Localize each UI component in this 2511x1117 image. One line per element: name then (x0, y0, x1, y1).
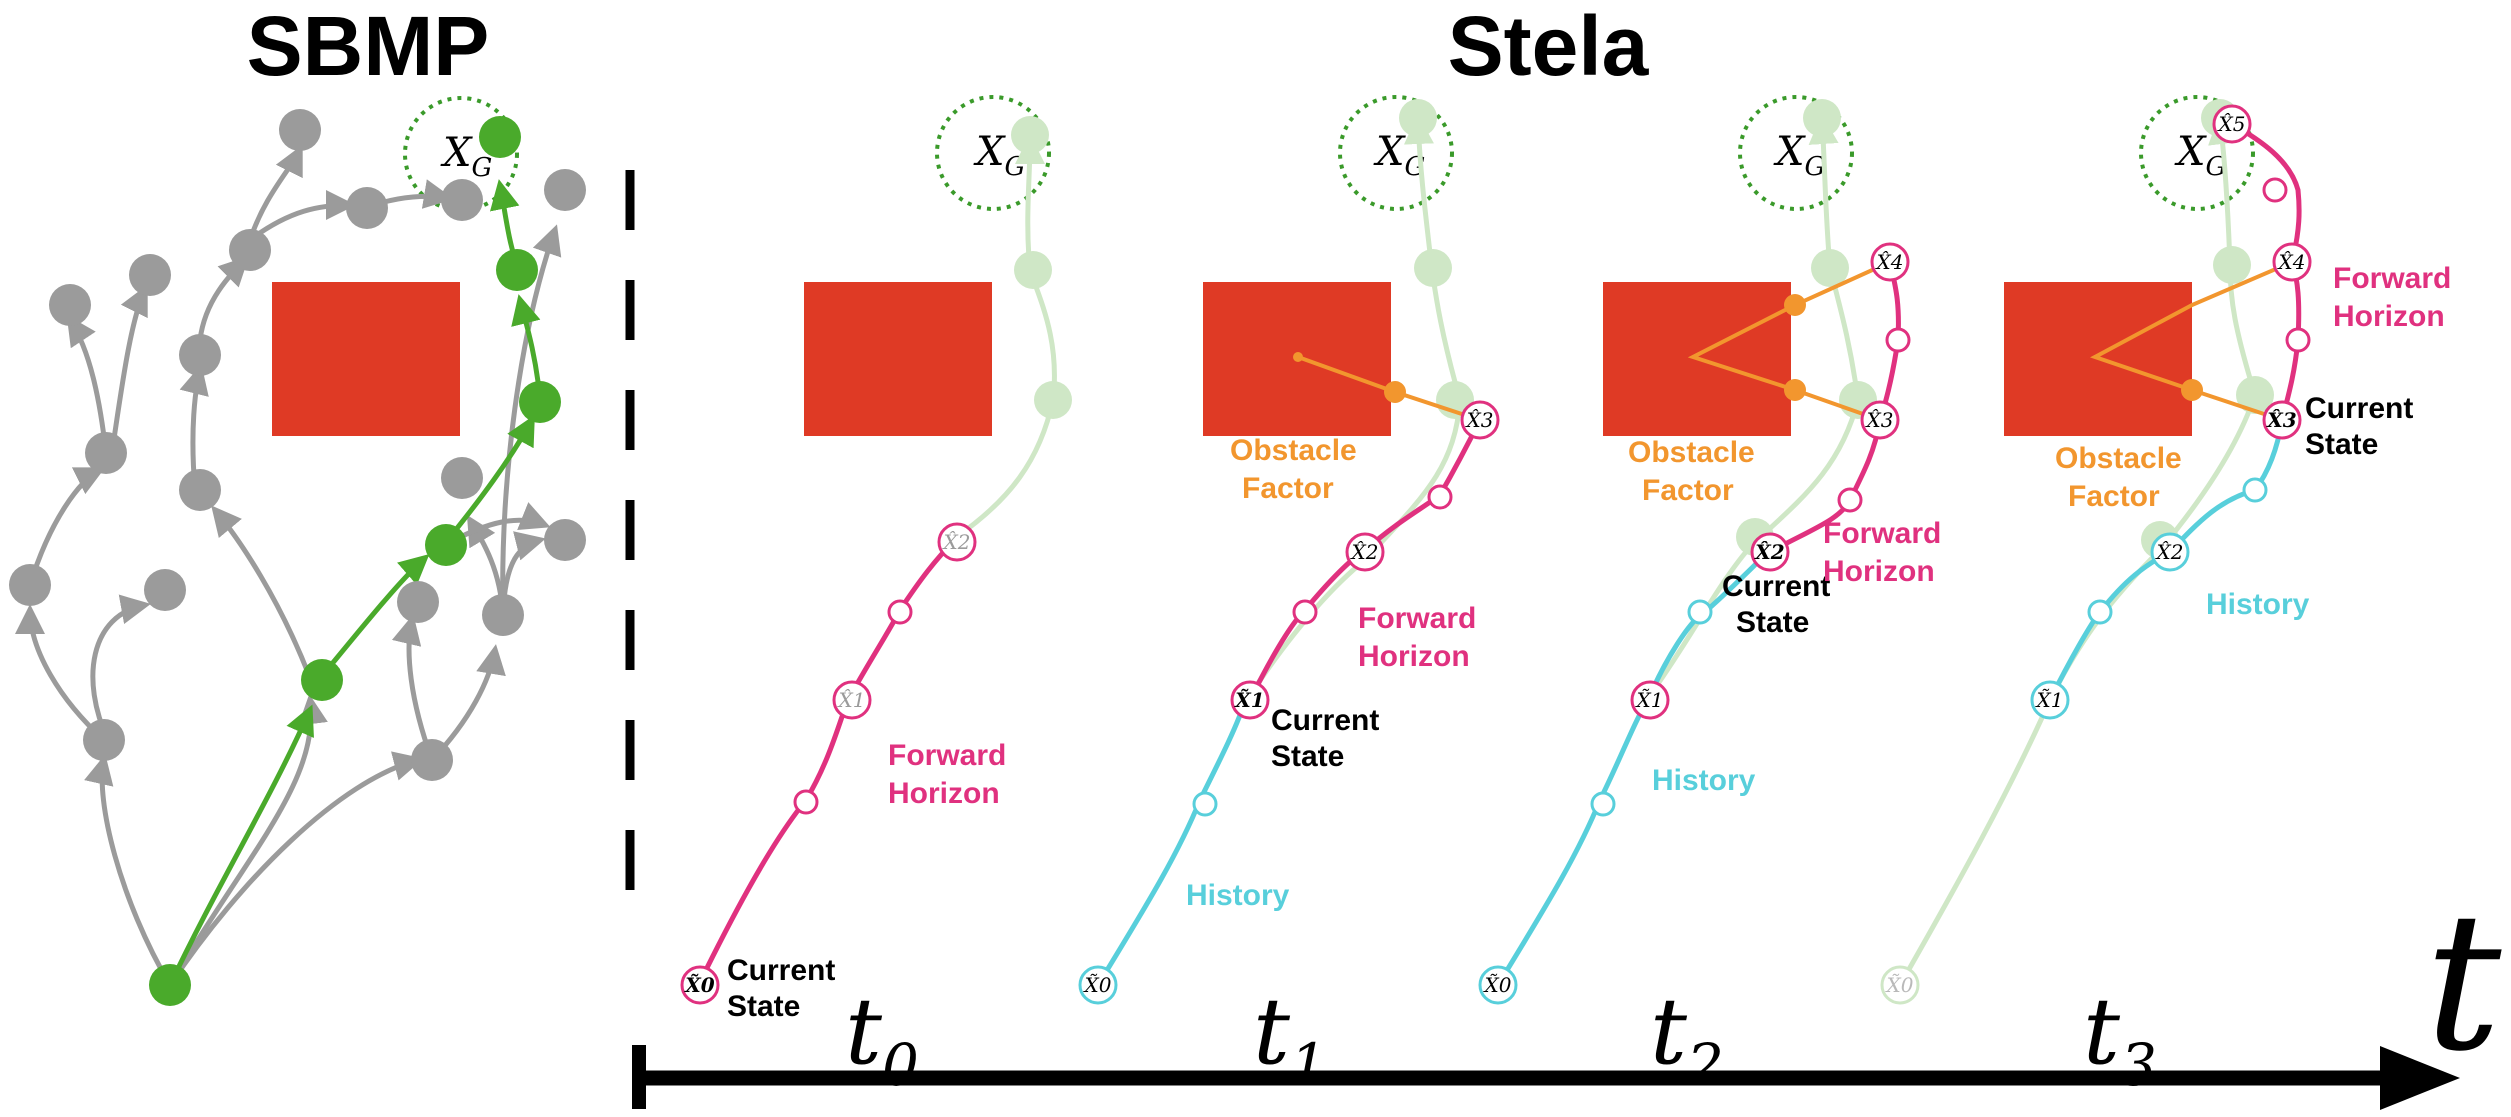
goal-region (1738, 95, 1854, 211)
solution-nodes (149, 116, 561, 1006)
node-label: X̃1 (1233, 688, 1264, 712)
axis-arrowhead (2380, 1046, 2460, 1110)
obstacle-factor-node (2181, 379, 2203, 401)
state-nodes: X̃0 X̂1 X̂2 (680, 522, 977, 1005)
obstacle-factor-lines (1687, 260, 1891, 422)
node-label: X̂4 (1875, 250, 1904, 274)
panel-t3: XG X̃0 X̃1 X̂2 X̂3 X̂4 (1880, 95, 2451, 1099)
node-label: X̂3 (1865, 408, 1894, 432)
history-label: History (2206, 588, 2310, 621)
history-label: History (1652, 764, 1756, 797)
goal-region (935, 95, 1051, 211)
node-label: X̂2 (2155, 540, 2184, 564)
obstacle-factor-node (1384, 381, 1406, 403)
obstacle-factor-node (1784, 294, 1806, 316)
history-label: History (1186, 879, 1290, 912)
node-label: X̂4 (2277, 250, 2306, 274)
factor-dots (793, 599, 913, 815)
factor-dots (2087, 177, 2311, 625)
obstacle-factor-line (1297, 355, 1396, 394)
time-axis: t (632, 872, 2502, 1110)
node-label: X̃0 (683, 973, 715, 997)
panel-t2: XG X̃0 X̃1 X̂2 X̂3 X̂4 (1478, 95, 1941, 1099)
title-sbmp: SBMP (247, 0, 490, 93)
state-nodes: X̃0 X̃1 X̂2 X̂3 (1078, 400, 1500, 1005)
goal-region (1338, 95, 1454, 211)
node-label: X̂2 (1753, 540, 1785, 564)
node-label: X̃0 (1885, 973, 1914, 997)
node-label: X̂2 (1350, 540, 1379, 564)
prior-path (1897, 114, 2258, 987)
history-path (1095, 699, 1248, 987)
factor-dots (1192, 484, 1453, 817)
axis-label: t (2425, 872, 2502, 1093)
state-nodes: X̃0 X̃1 X̂2 X̂3 X̂4 (1478, 242, 1910, 1005)
prior-path (953, 134, 1057, 541)
node-label: X̂2 (942, 530, 971, 554)
node-label: X̃1 (2035, 688, 2064, 712)
state-nodes: X̃0 X̃1 X̂2 X̂3 X̂4 X̂5 (1880, 104, 2312, 1005)
node-label: X̃0 (1083, 973, 1112, 997)
node-label: X̂3 (2265, 408, 2297, 432)
time-label: t3 (2083, 978, 2157, 1099)
time-label: t1 (1253, 978, 1327, 1099)
tree-nodes (9, 109, 586, 781)
goal-region (2139, 95, 2255, 211)
node-label: X̂3 (1465, 408, 1494, 432)
prior-nodes (1011, 116, 1072, 419)
goal-label: XG (1773, 129, 1825, 182)
obstacle-block (272, 282, 460, 436)
time-label: t2 (1650, 978, 1724, 1099)
prior-nodes (1399, 99, 1474, 419)
obstacle-factor-lines (2089, 260, 2293, 422)
title-stela: Stela (1448, 0, 1650, 93)
obstacle-block (804, 282, 992, 436)
node-label: X̂1 (837, 688, 866, 712)
node-label: X̃0 (1483, 973, 1512, 997)
obstacle-factor-node (1784, 379, 1806, 401)
goal-label: XG (440, 130, 492, 183)
goal-region (403, 96, 519, 212)
sbmp-panel: XG (9, 96, 586, 1006)
time-label: t0 (845, 978, 919, 1099)
node-label: X̃1 (1635, 688, 1664, 712)
node-label: X̂5 (2217, 112, 2246, 136)
factor-dots (1590, 327, 1911, 817)
tree-edges (15, 144, 562, 987)
